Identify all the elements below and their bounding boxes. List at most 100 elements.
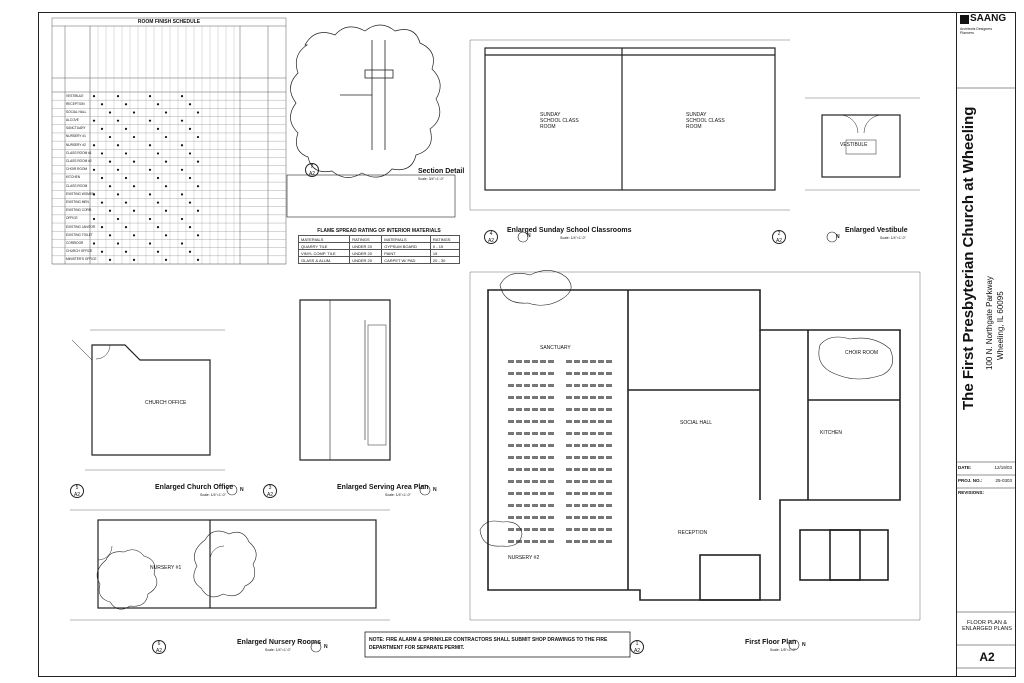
schedule-mark xyxy=(92,144,96,147)
pew-seat xyxy=(574,540,580,543)
pew-seat xyxy=(540,540,546,543)
pew-seat xyxy=(508,480,514,483)
pew-seat xyxy=(590,384,596,387)
schedule-mark xyxy=(108,135,112,139)
pew-seat xyxy=(508,396,514,399)
pew-seat xyxy=(508,468,514,471)
schedule-mark xyxy=(164,209,168,212)
pew-seat xyxy=(548,480,554,483)
firm-logo-mark xyxy=(960,15,969,24)
pew-seat xyxy=(606,420,612,423)
pew-seat xyxy=(598,432,604,435)
schedule-mark xyxy=(132,258,136,262)
pew-seat xyxy=(566,540,572,543)
pew-seat xyxy=(516,516,522,519)
schedule-mark xyxy=(196,111,200,114)
pew-seat xyxy=(582,432,588,435)
pew-seat xyxy=(590,492,596,495)
pew-seat xyxy=(590,444,596,447)
pew-seat xyxy=(524,384,530,387)
pew-seat xyxy=(516,396,522,399)
schedule-mark xyxy=(196,234,200,237)
schedule-room-name: NURSERY #1 xyxy=(66,134,86,139)
pew-seat xyxy=(540,468,546,471)
fire-alarm-note: NOTE: FIRE ALARM & SPRINKLER CONTRACTORS… xyxy=(369,637,608,651)
pew-seat xyxy=(508,432,514,435)
pew-seat xyxy=(532,528,538,531)
schedule-room-name: SANCTUARY xyxy=(66,126,86,131)
room-label-church-office: CHURCH OFFICE xyxy=(145,400,187,406)
firm-name: SAANG xyxy=(970,13,1007,24)
room-label-sunday1: SUNDAY SCHOOL CLASS ROOM xyxy=(540,112,579,130)
pew-seat xyxy=(532,456,538,459)
pew-seat xyxy=(582,372,588,375)
schedule-mark xyxy=(148,94,152,98)
pew-seat xyxy=(598,480,604,483)
schedule-mark xyxy=(108,111,112,114)
schedule-room-name: EXISTING MEN xyxy=(66,199,89,204)
schedule-mark xyxy=(196,185,200,188)
schedule-mark xyxy=(156,176,160,180)
pew-seat xyxy=(548,468,554,471)
pew-seat xyxy=(540,516,546,519)
schedule-room-name: RECEPTION xyxy=(66,101,85,106)
schedule-mark xyxy=(180,193,184,196)
pew-seat xyxy=(606,516,612,519)
schedule-mark xyxy=(164,111,168,114)
pew-seat xyxy=(566,504,572,507)
schedule-mark xyxy=(164,258,168,262)
pew-seat xyxy=(516,528,522,531)
schedule-mark xyxy=(92,119,96,122)
pew-seat xyxy=(598,492,604,495)
pew-seat xyxy=(516,504,522,507)
pew-seat xyxy=(524,420,530,423)
pew-seat xyxy=(524,528,530,531)
schedule-mark xyxy=(132,135,136,139)
pew-seat xyxy=(532,504,538,507)
schedule-mark xyxy=(188,127,192,130)
schedule-room-name: NURSERY #2 xyxy=(66,142,86,147)
schedule-mark xyxy=(100,201,104,204)
schedule-mark xyxy=(196,209,200,212)
scale-office: Scale: 1/4"=1'-0" xyxy=(200,493,226,497)
schedule-room-name: CLASS ROOM #1 xyxy=(66,150,92,155)
pew-seat xyxy=(540,432,546,435)
pew-seat xyxy=(574,492,580,495)
pew-seat xyxy=(508,360,514,363)
pew-seat xyxy=(598,372,604,375)
schedule-mark xyxy=(180,242,184,245)
view-title-section: Section Detail xyxy=(418,168,465,175)
pew-seat xyxy=(590,372,596,375)
firm-tagline: Architects Designers Planners xyxy=(960,27,993,35)
pew-seat xyxy=(598,468,604,471)
pew-seat xyxy=(606,360,612,363)
schedule-mark xyxy=(100,127,104,130)
pew-seat xyxy=(590,480,596,483)
schedule-mark xyxy=(92,217,96,221)
view-title-vestibule: Enlarged Vestibule xyxy=(845,227,908,234)
pew-seat xyxy=(590,360,596,363)
pew-seat xyxy=(524,444,530,447)
pew-seat xyxy=(606,456,612,459)
schedule-mark xyxy=(92,168,96,171)
pew-seat xyxy=(566,468,572,471)
pew-seat xyxy=(516,492,522,495)
schedule-mark xyxy=(180,144,184,147)
pew-seat xyxy=(548,420,554,423)
pew-seat xyxy=(590,516,596,519)
pew-seat xyxy=(582,444,588,447)
pew-seat xyxy=(508,408,514,411)
pew-seat xyxy=(540,444,546,447)
pew-seat xyxy=(606,372,612,375)
project-address-1: 100 N. Northgate Parkway xyxy=(985,276,994,370)
pew-seat xyxy=(540,456,546,459)
pew-seat xyxy=(516,408,522,411)
pew-seat xyxy=(508,528,514,531)
pew-seat xyxy=(540,408,546,411)
pew-seat xyxy=(516,432,522,435)
pew-seat xyxy=(606,480,612,483)
schedule-mark xyxy=(148,193,152,196)
